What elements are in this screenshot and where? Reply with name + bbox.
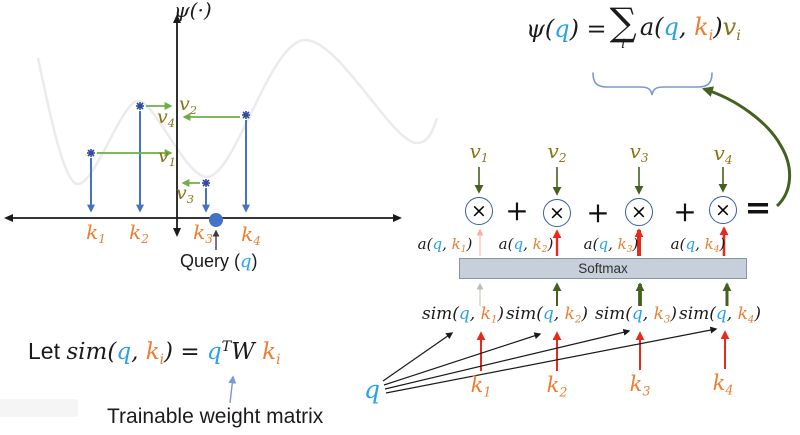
summation-block: ∑ i [609, 0, 637, 53]
result-to-formula-arrow [701, 86, 792, 208]
key-marker-1 [87, 149, 95, 157]
equals-sign: = [744, 188, 772, 226]
v4-label-left: v4 [157, 106, 175, 130]
k1-input-label: k1 [470, 373, 492, 400]
key-marker-3 [202, 179, 210, 187]
k3-label-left: k3 [193, 220, 213, 247]
k2-label-left: k2 [129, 220, 149, 247]
plus-sign-1: + [505, 194, 529, 227]
multiply-circle-4: × [709, 196, 737, 224]
key-marker-4 [242, 111, 250, 119]
attention-weight-1-label: a(q, k1) [417, 235, 473, 256]
v2-label: v2 [547, 139, 567, 166]
query-fanout-arrows [382, 326, 718, 394]
psi-formula-rhs: a(q, ki)vi [639, 13, 741, 45]
underbrace [592, 72, 713, 96]
trainable-weight-label: Trainable weight matrix [107, 405, 324, 428]
psi-formula-lhs: ψ(q) = [526, 14, 607, 43]
k4-label-left: k4 [241, 222, 261, 249]
k1-label-left: k1 [86, 220, 106, 247]
k3-input-label: k3 [629, 372, 651, 399]
sim-2-label: sim(q, k2) [505, 304, 589, 326]
key-to-sim-arrows [476, 330, 730, 371]
let-sim-formula: Let sim(q, ki) = qTW ki [28, 338, 281, 368]
weight-arrows [476, 226, 729, 256]
psi-axis-label: ψ(·) [174, 0, 212, 22]
times-sign: × [715, 199, 731, 221]
v4-label: v4 [713, 141, 733, 168]
sim-to-softmax-arrows [476, 282, 732, 306]
sigma-index: i [621, 37, 626, 53]
psi-sum-formula: ψ(q) = ∑ i a(q, ki)vi [526, 0, 741, 53]
v3-label-left: v3 [176, 182, 194, 206]
query-dot [209, 213, 223, 227]
attention-weight-3-label: a(q, k3) [583, 235, 639, 256]
k4-input-label: k4 [712, 371, 734, 398]
q-to-sim-arrow-4 [385, 326, 718, 394]
times-sign: × [631, 201, 647, 223]
multiply-circle-1: × [465, 197, 493, 225]
softmax-label: Softmax [578, 261, 628, 276]
value-down-arrows [474, 167, 728, 196]
times-sign: × [549, 202, 565, 224]
sim-4-label: sim(q, k4) [678, 304, 762, 326]
k2-input-label: k2 [546, 373, 568, 400]
sim-1-label: sim(q, k1) [421, 304, 505, 326]
y-axis [173, 14, 181, 237]
q-input-label: q [364, 375, 381, 404]
q-to-sim-arrow-3 [384, 328, 631, 390]
trainable-pointer-arrow [228, 375, 237, 404]
value-arrows [97, 102, 240, 187]
softmax-box: Softmax [459, 258, 747, 279]
x-axis [4, 214, 402, 222]
sigma-symbol: ∑ [609, 0, 637, 44]
key-marker-2 [136, 102, 144, 110]
v2-label-left: v2 [179, 93, 197, 117]
v1-label: v1 [469, 139, 489, 166]
faded-watermark [0, 399, 78, 417]
v3-label: v3 [629, 139, 649, 166]
q-to-sim-arrow-2 [383, 332, 542, 386]
v1-label-left: v1 [158, 145, 176, 169]
multiply-circle-2: × [543, 199, 571, 227]
key-drop-arrows [87, 111, 250, 213]
plus-sign-2: + [586, 196, 610, 229]
attention-weight-2-label: a(q, k2) [498, 235, 554, 256]
faded-function-curve [36, 38, 439, 186]
times-sign: × [471, 200, 487, 222]
query-label: Query (q) [180, 251, 258, 272]
plus-sign-3: + [673, 195, 697, 228]
attention-weight-4-label: a(q, k4) [670, 235, 726, 256]
sim-3-label: sim(q, k3) [594, 304, 678, 326]
q-to-sim-arrow-1 [382, 332, 454, 382]
key-point-markers [87, 102, 250, 187]
multiply-circle-3: × [625, 198, 653, 226]
